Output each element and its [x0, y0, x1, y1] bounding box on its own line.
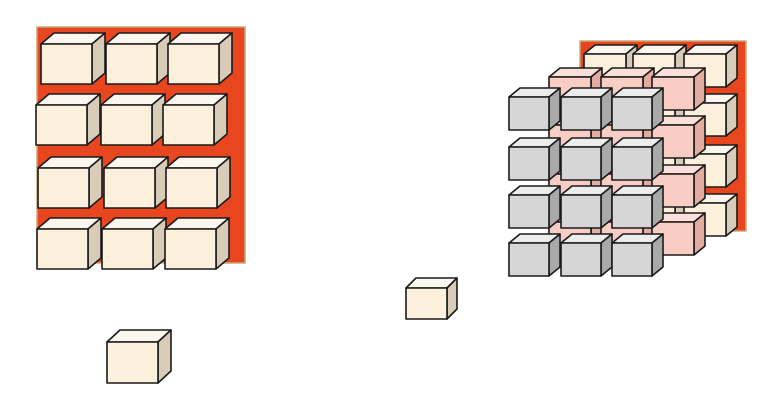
front-cube-r4-c3 [611, 233, 664, 277]
mid-cube-r2-c3 [651, 115, 706, 159]
front-cube-r1-c2 [560, 87, 613, 131]
cube-front-face [611, 194, 653, 229]
cube-front-face [508, 194, 550, 229]
cube-front-face [611, 242, 653, 277]
cube-r2-c1 [35, 93, 101, 146]
front-cube-r4-c1 [508, 233, 561, 277]
cube-r2-c3 [162, 93, 228, 146]
cube-front-face [162, 104, 215, 146]
cube-front-face [560, 96, 602, 131]
front-cube-r2-c3 [611, 137, 664, 181]
front-cube-r3-c3 [611, 185, 664, 229]
single-cube-middle [405, 277, 458, 320]
cube-front-face [101, 228, 154, 270]
single-cube-left [106, 329, 172, 384]
back-cube-r1-c3 [683, 44, 738, 88]
cube-front-face [611, 96, 653, 131]
front-cube-r3-c2 [560, 185, 613, 229]
cube [106, 329, 172, 384]
front-cube-r1-c1 [508, 87, 561, 131]
cube-r2-c2 [100, 93, 166, 146]
cube-front-face [105, 43, 158, 85]
cube-front-face [508, 146, 550, 181]
single-layer-cube-grid [35, 26, 246, 270]
three-layer-cube-grid [508, 40, 747, 277]
cube-front-face [508, 242, 550, 277]
cube-front-face [100, 104, 153, 146]
cube [405, 277, 458, 320]
cube-front-face [560, 146, 602, 181]
cube-front-face [405, 287, 448, 320]
cube-front-face [106, 341, 159, 384]
cube-r4-c1 [36, 217, 102, 270]
cube-r1-c1 [40, 32, 106, 85]
front-cube-r1-c3 [611, 87, 664, 131]
front-cube-r3-c1 [508, 185, 561, 229]
cube-front-face [167, 43, 220, 85]
front-cube-r2-c1 [508, 137, 561, 181]
cube-front-face [103, 167, 156, 209]
cube-front-face [40, 43, 93, 85]
cube-front-face [164, 228, 217, 270]
cube-r1-c2 [105, 32, 171, 85]
cube-front-face [36, 228, 89, 270]
cube-front-face [165, 167, 218, 209]
front-cube-r4-c2 [560, 233, 613, 277]
cube-front-face [560, 242, 602, 277]
left-cube-rows [35, 32, 233, 270]
cube-front-face [37, 167, 90, 209]
cube-front-face [508, 96, 550, 131]
cube-front-face [611, 146, 653, 181]
cube-r3-c1 [37, 156, 103, 209]
cube-r4-c3 [164, 217, 230, 270]
cube-r1-c3 [167, 32, 233, 85]
cube-front-face [560, 194, 602, 229]
cube-r4-c2 [101, 217, 167, 270]
cube-r3-c2 [103, 156, 169, 209]
cube-front-face [35, 104, 88, 146]
front-cube-r2-c2 [560, 137, 613, 181]
cube-r3-c3 [165, 156, 231, 209]
mid-cube-r4-c3 [651, 212, 706, 256]
front-layer-gray-cubes [508, 87, 664, 277]
